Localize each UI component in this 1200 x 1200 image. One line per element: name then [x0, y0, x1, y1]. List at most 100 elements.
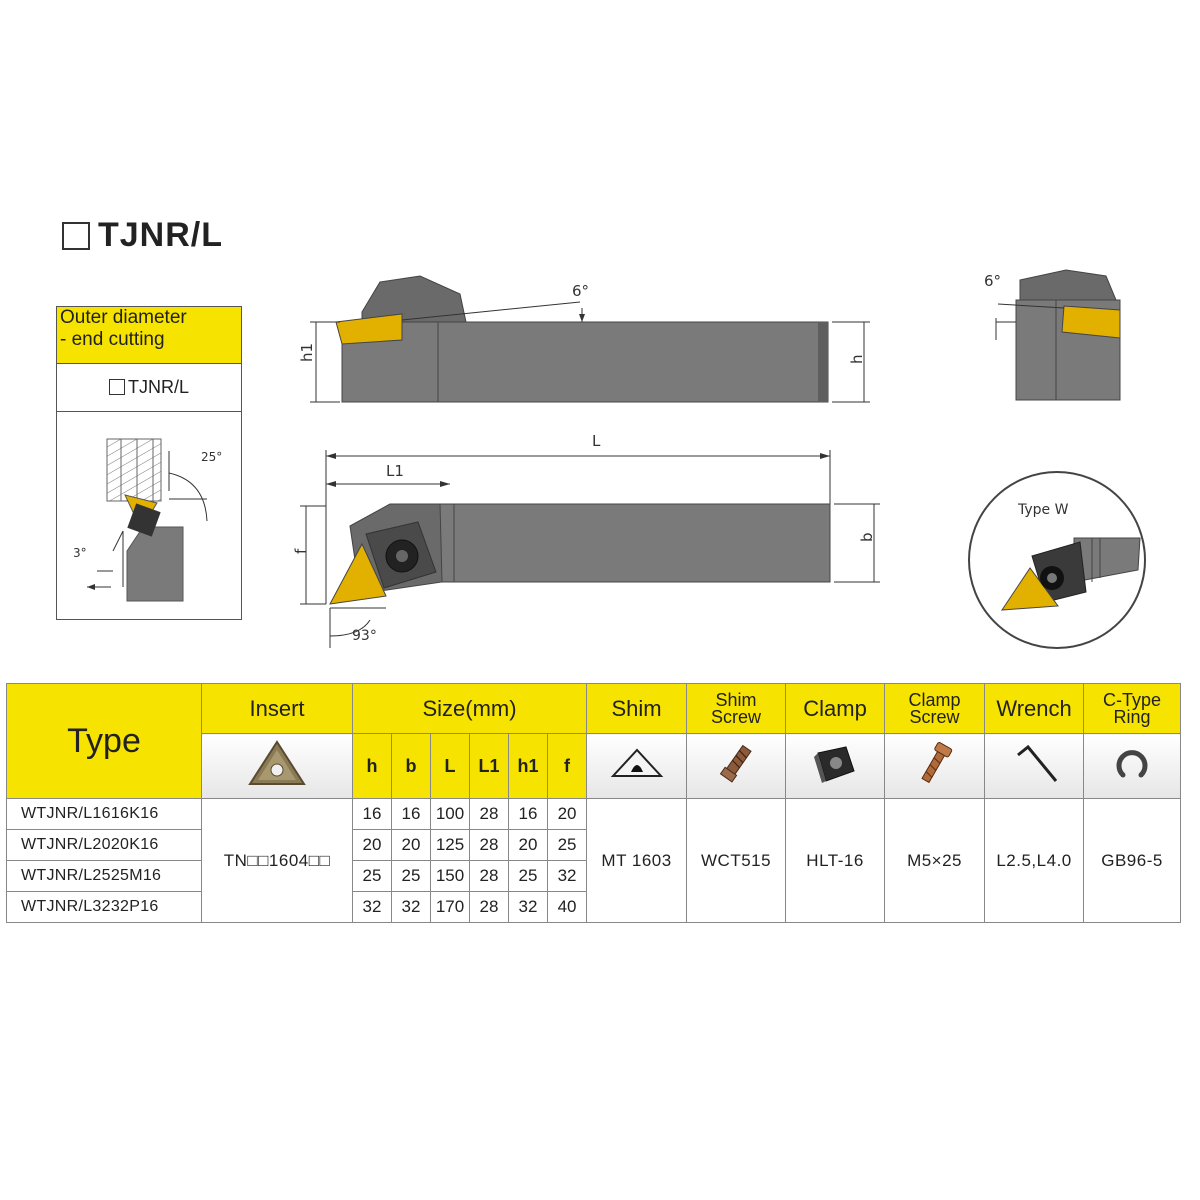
L-label: L	[592, 432, 601, 450]
application-drawing: 25° 3°	[57, 411, 241, 619]
application-panel: Outer diameter - end cutting TJNR/L 25° …	[56, 306, 242, 620]
shim-header: Shim	[586, 683, 688, 734]
cell-L: 100	[430, 798, 470, 830]
holder-body-side	[341, 321, 829, 403]
wrench-image-cell	[984, 733, 1085, 799]
top-view-drawing: L L1 f b 93°	[292, 432, 880, 648]
cell-f: 32	[546, 860, 588, 892]
cell-f: 25	[546, 829, 588, 861]
clamp-screw-image-cell	[884, 733, 986, 799]
cell-L: 125	[430, 829, 470, 861]
ring-image-cell	[1083, 733, 1182, 799]
clamp-screw-value: M5×25	[884, 798, 986, 923]
application-model-text: TJNR/L	[127, 376, 189, 397]
cell-b: 16	[391, 798, 431, 830]
shim-value: MT 1603	[586, 798, 688, 923]
dim-b-header: b	[391, 733, 431, 799]
cell-L1: 28	[469, 798, 509, 830]
wrench-icon	[1017, 744, 1058, 782]
shim-screw-value: WCT515	[686, 798, 787, 923]
checkbox-square-icon	[62, 221, 90, 250]
side-angle-label: 6°	[572, 282, 589, 300]
checkbox-square-icon	[108, 379, 125, 395]
insert-image-cell	[201, 733, 353, 799]
application-line-1: Outer diameter	[60, 307, 187, 328]
clamp-value: HLT-16	[785, 798, 886, 923]
insert-code: TN□□1604□□	[201, 798, 353, 923]
cell-h: 25	[352, 860, 392, 892]
clamp-icon	[814, 745, 855, 783]
dim-L-header: L	[430, 733, 470, 799]
cell-L: 150	[430, 860, 470, 892]
cell-L1: 28	[469, 891, 509, 923]
holder-body-top	[429, 503, 831, 583]
cell-L1: 28	[469, 860, 509, 892]
application-header: Outer diameter - end cutting	[57, 307, 241, 364]
cell-h: 16	[352, 798, 392, 830]
end-angle-label: 6°	[984, 272, 1001, 290]
cell-h1: 32	[508, 891, 548, 923]
f-label: f	[292, 548, 310, 554]
end-view-drawing: 6°	[984, 269, 1121, 401]
ring-value: GB96-5	[1083, 798, 1182, 923]
cell-b: 25	[391, 860, 431, 892]
shim-screw-image-cell	[686, 733, 787, 799]
wrench-header: Wrench	[984, 683, 1085, 734]
h1-label: h1	[298, 343, 316, 362]
clamp-screw-icon	[920, 741, 952, 783]
cell-b: 32	[391, 891, 431, 923]
cell-h1: 25	[508, 860, 548, 892]
shim-image-cell	[586, 733, 688, 799]
cell-L1: 28	[469, 829, 509, 861]
cell-f: 20	[546, 798, 588, 830]
clamp-image-cell	[785, 733, 886, 799]
type-w-label: Type W	[1017, 502, 1069, 518]
c-ring-icon	[1116, 749, 1148, 777]
cell-L: 170	[430, 891, 470, 923]
cell-h1: 16	[508, 798, 548, 830]
h-label: h	[848, 354, 866, 364]
application-model: TJNR/L	[57, 363, 241, 412]
type-header: Type	[6, 683, 202, 799]
insert-header: Insert	[201, 683, 353, 734]
type-w-detail: Type W	[968, 471, 1146, 649]
dim-h-header: h	[352, 733, 392, 799]
application-line-2: - end cutting	[60, 329, 165, 350]
angle-3-label: 3°	[73, 546, 87, 560]
dim-L1-header: L1	[469, 733, 509, 799]
cell-h: 32	[352, 891, 392, 923]
approach-angle-label: 93°	[352, 628, 377, 644]
table-row-model: WTJNR/L2525M16	[6, 860, 202, 892]
mini-holder-icon	[126, 526, 184, 602]
dim-f-header: f	[546, 733, 588, 799]
page-title: TJNR/L	[62, 216, 223, 255]
table-row-model: WTJNR/L1616K16	[6, 798, 202, 830]
insert-detail-icon	[1001, 567, 1059, 611]
size-header: Size(mm)	[351, 683, 588, 734]
wrench-value: L2.5,L4.0	[984, 798, 1085, 923]
shim-icon	[610, 748, 663, 777]
side-view-drawing: 6° h1 h	[298, 275, 870, 403]
insert-end-icon	[1061, 305, 1121, 339]
L1-label: L1	[386, 462, 404, 480]
insert-side-icon	[335, 313, 403, 345]
workpiece-icon	[106, 438, 162, 502]
dim-h1-header: h1	[508, 733, 548, 799]
cell-f: 40	[546, 891, 588, 923]
cell-h: 20	[352, 829, 392, 861]
triangle-insert-icon	[248, 739, 306, 785]
clamp-header: Clamp	[785, 683, 886, 734]
title-text: TJNR/L	[98, 216, 223, 254]
angle-25-label: 25°	[201, 450, 222, 464]
insert-top-icon	[329, 542, 387, 605]
table-row-model: WTJNR/L3232P16	[6, 891, 202, 923]
shim-screw-icon	[719, 744, 752, 783]
cell-h1: 20	[508, 829, 548, 861]
table-row-model: WTJNR/L2020K16	[6, 829, 202, 861]
cell-b: 20	[391, 829, 431, 861]
b-label: b	[858, 532, 876, 542]
